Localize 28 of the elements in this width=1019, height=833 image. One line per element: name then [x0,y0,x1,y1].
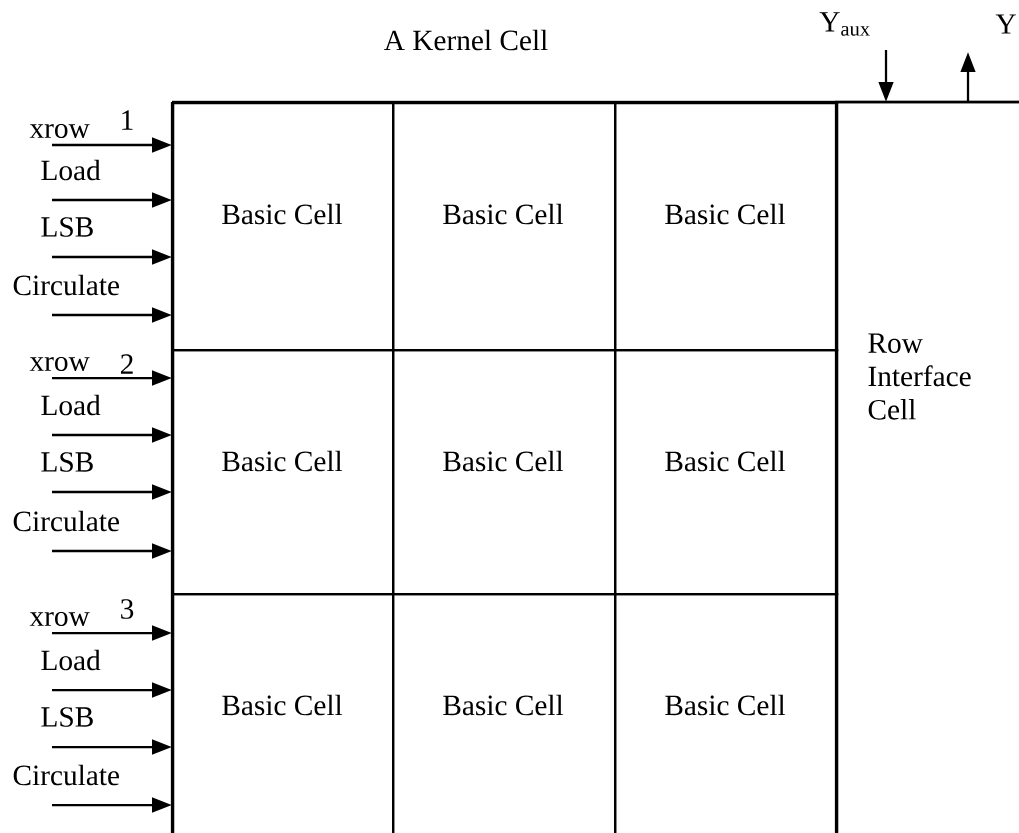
cell-box: Basic Cell [392,349,617,596]
cell-box: Basic Cell [172,349,395,596]
cell-heading: A Kernel Cell [384,29,548,51]
signal-label: Circulate [13,274,119,296]
signal-label: Y$_{aux}$ [819,12,870,36]
cell-box: Basic Cell [392,102,617,352]
row-number: 1 [122,110,133,130]
cell-box: Basic Cell [614,349,839,596]
cell-box: Basic Cell [392,593,617,833]
signal-label: LSB [41,452,93,472]
signal-label: Load [41,649,101,671]
cell-box: Basic Cell [614,593,839,833]
signal-label: xrow [29,356,90,372]
row-number: 3 [121,599,134,619]
signal-label: Y [995,14,1016,34]
signal-label: Load [41,159,101,181]
signal-label: Load [41,394,101,416]
interface-cell: Row Interface Cell [834,100,1019,833]
signal-label: LSB [41,707,93,727]
signal-label: Circulate [13,764,119,786]
signal-label: xrow [29,611,90,627]
signal-label: Circulate [13,510,119,532]
cell-box: Basic Cell [172,593,395,833]
cell-box: Basic Cell [614,102,839,352]
cell-box: Basic Cell [172,102,395,352]
signal-label: xrow [29,123,90,139]
signal-label: LSB [41,217,93,237]
row-number: 2 [120,354,133,374]
